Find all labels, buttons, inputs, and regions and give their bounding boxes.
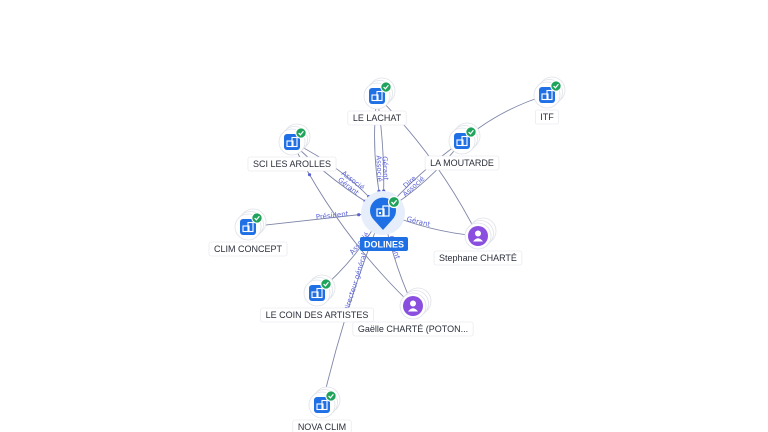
node-label-box <box>352 321 474 337</box>
node-le-coin-des-artistes[interactable]: LE COIN DES ARTISTES <box>260 274 374 323</box>
node-label-box <box>424 155 500 171</box>
building-icon <box>376 205 390 217</box>
node-sci-les-arolles[interactable]: SCI LES AROLLES <box>247 123 337 172</box>
node-label-box <box>260 307 374 323</box>
building-icon <box>311 287 323 299</box>
node-label-text: CLIM CONCEPT <box>214 244 283 254</box>
node-label-box <box>433 250 523 266</box>
building-icon <box>316 399 328 411</box>
verified-check-icon <box>295 127 307 139</box>
verified-check-icon <box>550 80 562 92</box>
edge-label: Directeur général <box>342 252 368 313</box>
node-label-text: LA MOUTARDE <box>430 158 494 168</box>
node-stephane-charte[interactable]: Stephane CHARTÉ <box>433 217 523 266</box>
edge-label: Président <box>315 210 349 222</box>
node-label-itf: ITF <box>534 109 560 125</box>
node-label-text: Stephane CHARTÉ <box>439 253 517 263</box>
verified-check-icon <box>465 126 477 138</box>
edge-arrow-icon <box>307 173 312 177</box>
node-label-sci-les-arolles: SCI LES AROLLES <box>247 156 337 172</box>
person-icon <box>408 300 418 312</box>
edge-arrow-icon <box>357 213 361 217</box>
building-icon <box>456 135 468 147</box>
node-label-text: LE LACHAT <box>353 113 402 123</box>
node-label-box <box>208 241 288 257</box>
building-icon <box>541 89 553 101</box>
node-label-gaelle-charte: Gaëlle CHARTÉ (POTON... <box>352 321 474 337</box>
edge-line <box>321 211 384 406</box>
node-label-le-coin-des-artistes: LE COIN DES ARTISTES <box>260 307 374 323</box>
node-label-text: NOVA CLIM <box>298 422 346 432</box>
center-node[interactable]: DOLINES <box>360 191 408 251</box>
building-icon <box>242 221 254 233</box>
verified-check-icon <box>251 212 263 224</box>
building-icon <box>286 136 298 148</box>
edge-label: Gérant <box>406 215 432 229</box>
node-label-box <box>534 109 560 125</box>
verified-check-icon <box>325 390 337 402</box>
node-itf[interactable]: ITF <box>533 76 566 125</box>
verified-check-icon <box>387 195 401 209</box>
node-label-box <box>292 419 352 432</box>
node-label-text: SCI LES AROLLES <box>253 159 331 169</box>
node-label-text: Gaëlle CHARTÉ (POTON... <box>358 324 468 334</box>
node-le-lachat[interactable]: LE LACHAT <box>347 77 407 126</box>
nodes-layer: LE LACHAT ITF SCI LES AROLLES LA MOUTARDE CL… <box>208 76 566 432</box>
verified-check-icon <box>380 81 392 93</box>
node-label-box <box>347 110 407 126</box>
center-label: DOLINES <box>364 240 404 250</box>
node-la-moutarde[interactable]: LA MOUTARDE <box>424 122 500 171</box>
node-label-nova-clim: NOVA CLIM <box>292 419 352 432</box>
node-label-text: LE COIN DES ARTISTES <box>266 310 369 320</box>
node-label-box <box>247 156 337 172</box>
edge-label: Gérant <box>380 156 389 181</box>
node-gaelle-charte[interactable]: Gaëlle CHARTÉ (POTON... <box>352 287 474 337</box>
node-label-le-lachat: LE LACHAT <box>347 110 407 126</box>
person-icon <box>473 230 483 242</box>
node-nova-clim[interactable]: NOVA CLIM <box>292 386 352 432</box>
building-icon <box>371 90 383 102</box>
node-clim-concept[interactable]: CLIM CONCEPT <box>208 208 288 257</box>
center-label-box <box>360 237 408 251</box>
node-label-text: ITF <box>540 112 554 122</box>
edge-label: Associé <box>374 155 383 182</box>
verified-check-icon <box>320 278 332 290</box>
node-label-la-moutarde: LA MOUTARDE <box>424 155 500 171</box>
node-label-clim-concept: CLIM CONCEPT <box>208 241 288 257</box>
node-label-stephane-charte: Stephane CHARTÉ <box>433 250 523 266</box>
